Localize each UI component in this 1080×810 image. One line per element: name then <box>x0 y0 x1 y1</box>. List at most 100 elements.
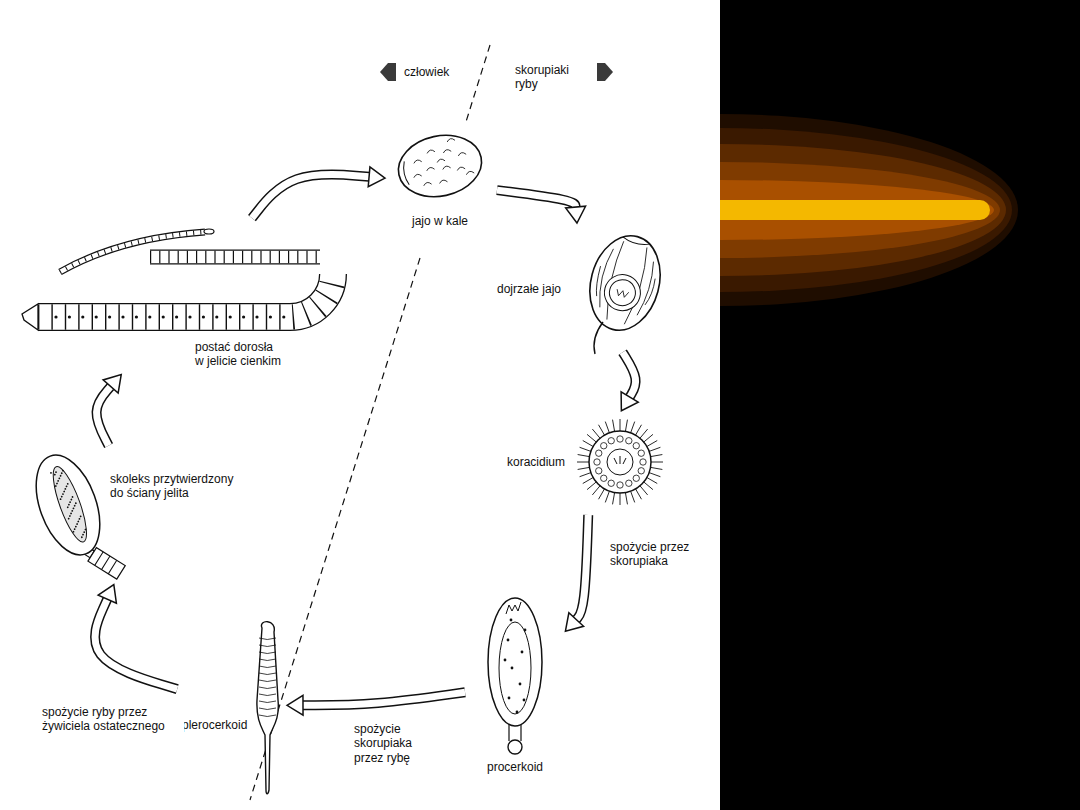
plerocercoid-stage: plerocerkoid <box>182 618 282 793</box>
mature-egg-figure <box>606 277 638 309</box>
coracidium-figure <box>644 434 653 442</box>
procercoid-figure <box>504 659 507 662</box>
coracidium-figure <box>626 438 632 444</box>
cycle-arrow <box>497 190 586 223</box>
scolex-figure <box>69 515 71 517</box>
coracidium-figure <box>633 475 639 481</box>
scolex-figure <box>69 501 71 503</box>
coracidium-figure <box>577 419 663 505</box>
coracidium-figure <box>578 455 590 457</box>
plerocercoid-figure <box>259 715 276 717</box>
coracidium-figure <box>625 493 627 505</box>
coracidium-figure <box>613 420 615 432</box>
coracidium-figure <box>640 459 646 465</box>
procercoid-figure <box>504 619 527 714</box>
procercoid-figure <box>523 699 526 702</box>
scolex-figure <box>24 447 125 580</box>
arrow-head <box>287 695 303 715</box>
egg-figure <box>393 128 488 204</box>
scolex-figure <box>65 485 67 487</box>
arrow-body <box>497 190 576 207</box>
coracidium-figure <box>599 425 605 435</box>
coracidium-figure <box>608 438 614 444</box>
scolex-figure <box>58 477 60 479</box>
mature-egg-figure <box>600 271 644 315</box>
scolex-figure <box>50 467 89 540</box>
adult-worm-figure <box>22 304 38 330</box>
scolex-figure <box>47 463 93 545</box>
edge-label: spożycie ryby przez żywiciela ostateczne… <box>40 705 184 734</box>
adult-worm-figure <box>269 315 272 318</box>
coracidium-figure <box>633 443 639 449</box>
adult-worm-figure <box>162 315 165 318</box>
cycle-arrow <box>287 692 465 715</box>
adult-worm-figure <box>229 315 232 318</box>
coracidium-figure <box>599 489 605 499</box>
mature-egg-figure <box>616 289 629 298</box>
scolex-figure <box>70 498 72 500</box>
procercoid-figure <box>499 622 531 714</box>
glow-beam <box>720 200 990 220</box>
cycle-arrow <box>97 375 122 446</box>
glow-beam <box>720 144 1006 276</box>
adult-worm-figure <box>38 274 333 317</box>
side-arrow <box>597 63 613 81</box>
coracidium-figure <box>578 467 590 469</box>
glow-beam <box>720 180 994 240</box>
scolex-figure <box>24 447 112 564</box>
adult-worm-figure <box>150 250 320 265</box>
adult-worm-figure <box>54 315 57 318</box>
mature-egg-figure <box>622 237 650 247</box>
stage-label: koracidium <box>507 455 565 469</box>
coracidium-figure <box>625 420 627 432</box>
arrow-outline <box>623 352 636 397</box>
coracidium-figure <box>580 447 591 451</box>
adult-worm-figure <box>215 315 218 318</box>
arrow-body <box>623 352 636 397</box>
scolex-figure <box>71 496 73 498</box>
scolex-figure <box>67 506 69 508</box>
coracidium-figure <box>614 456 626 464</box>
procercoid-figure <box>519 683 522 686</box>
host-label: człowiek <box>404 65 449 79</box>
adult-worm-figure <box>81 315 84 318</box>
mature-egg-figure <box>580 228 671 338</box>
coracidium-figure <box>607 449 633 475</box>
adult-worm-figure <box>135 315 138 318</box>
adult-worm-figure <box>282 315 285 318</box>
stage-label: jajo w kale <box>390 214 490 228</box>
cycle-arrow <box>95 585 177 690</box>
mature-egg-stage: dojrzałe jajo <box>495 228 670 348</box>
adult-worm-figure <box>175 315 178 318</box>
egg-figure <box>402 161 409 185</box>
arrow-outline <box>303 692 465 705</box>
coracidium-figure <box>608 480 614 486</box>
adult-worm-figure <box>68 315 71 318</box>
coracidium-figure <box>626 480 632 486</box>
adult-worm-figure <box>148 315 151 318</box>
host-label: skorupiaki ryby <box>515 63 585 92</box>
procercoid-figure <box>507 639 510 642</box>
scolex-figure <box>56 482 58 484</box>
scolex-figure <box>50 472 52 474</box>
plerocercoid-figure <box>259 701 276 703</box>
procercoid-figure <box>521 651 524 654</box>
adult-stage: postać dorosła w jelicie cienkim <box>25 222 355 371</box>
arrow-head <box>566 206 586 223</box>
plerocercoid-figure <box>259 680 276 682</box>
coracidium-figure <box>636 425 642 435</box>
scolex-figure <box>95 552 117 574</box>
coracidium-figure <box>613 493 615 505</box>
scolex-figure <box>61 495 63 497</box>
plerocercoid-figure <box>259 638 276 717</box>
edge-label: spożycie przez skorupiaka <box>608 540 707 569</box>
coracidium-figure <box>596 468 602 474</box>
scolex-figure <box>64 488 66 490</box>
adult-worm-figure <box>22 229 333 330</box>
coracidium-figure <box>594 436 646 488</box>
scolex-figure <box>67 483 69 485</box>
